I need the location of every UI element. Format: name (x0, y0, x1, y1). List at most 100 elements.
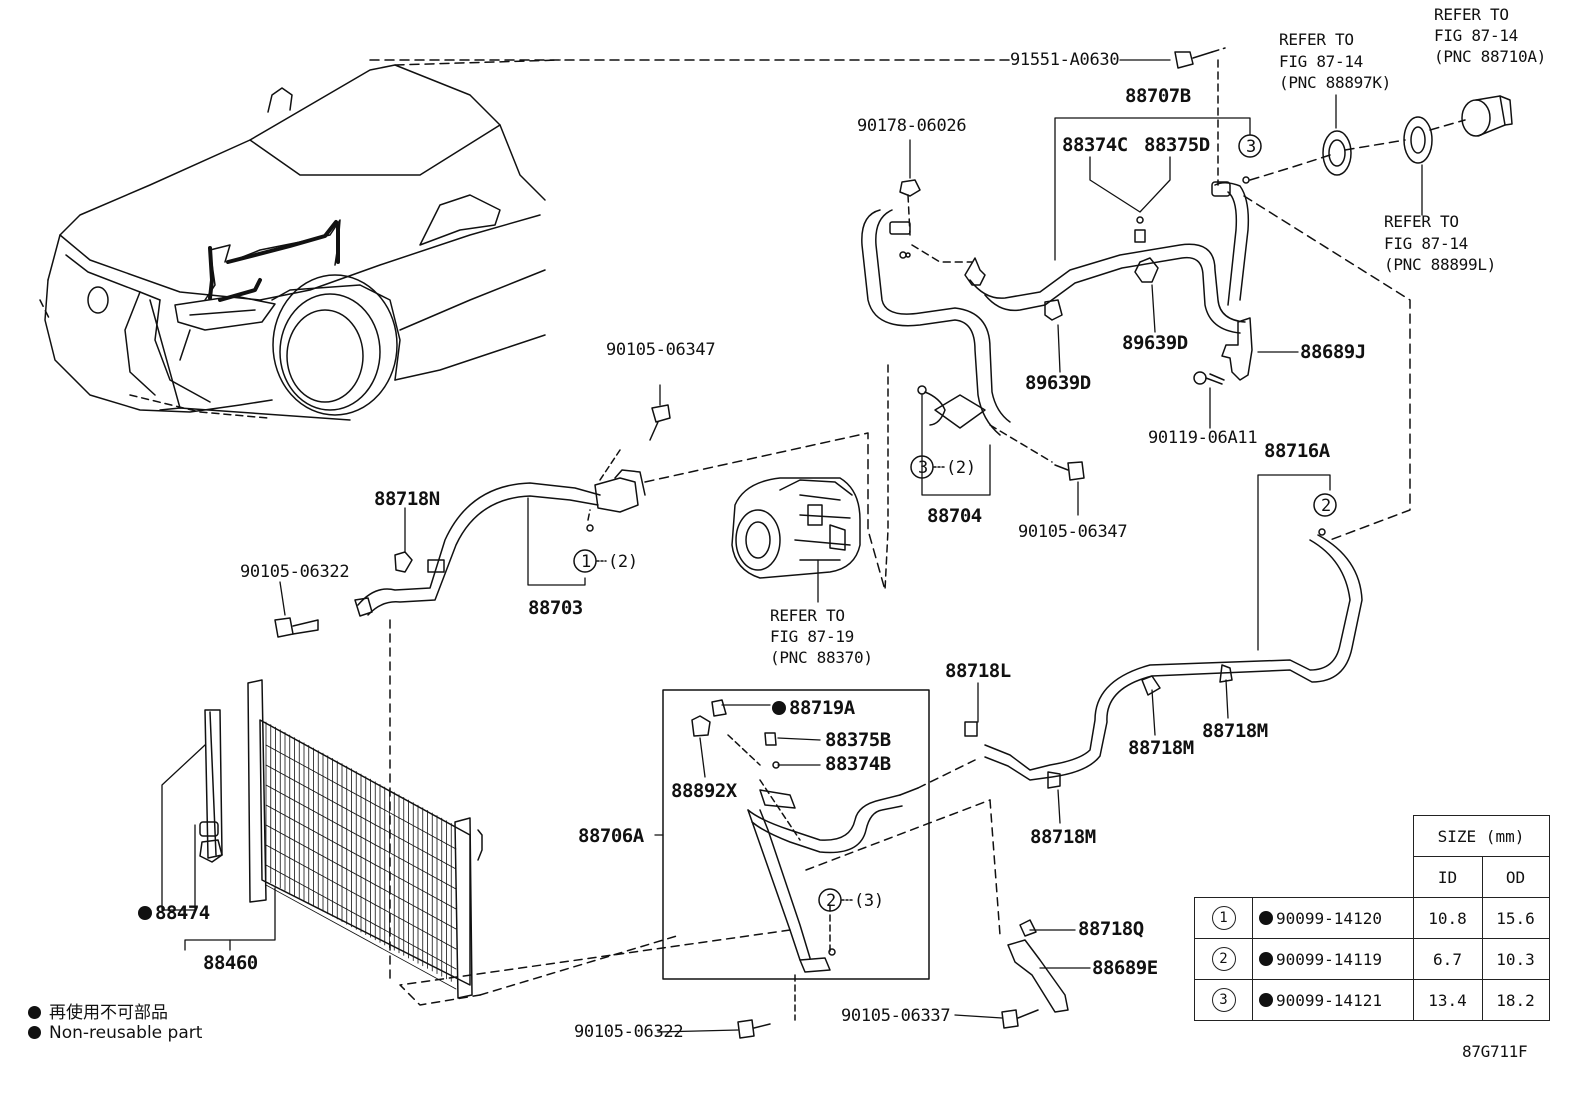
ref-88899l-line1: REFER TO (1384, 212, 1459, 231)
label-88718l: 88718L (945, 660, 1011, 682)
line-88716a-drawing (964, 534, 1363, 789)
label-88704: 88704 (927, 505, 982, 527)
circle-marker-2-pipe (818, 888, 842, 912)
circle-marker-3-hose (910, 455, 934, 479)
circle-marker-1 (573, 549, 597, 573)
size-row: 3 90099-14121 13.4 18.2 (1194, 979, 1550, 1021)
bolt-90105-06337-drawing (1001, 1009, 1039, 1029)
qty-label-1: (2) (608, 552, 638, 572)
label-90119-06a11: 90119-06A11 (1148, 428, 1258, 448)
label-88689j: 88689J (1300, 341, 1366, 363)
label-90105-06322-lower: 90105-06322 (574, 1022, 684, 1042)
label-88718m-1: 88718M (1128, 737, 1194, 759)
legend-en-text: Non-reusable part (49, 1023, 203, 1043)
label-88707b: 88707B (1125, 85, 1191, 107)
circle-label-2-pipe: 2 (826, 891, 836, 911)
receiver-parts-drawing (1322, 95, 1513, 176)
vehicle-illustration (44, 64, 546, 421)
label-88716a: 88716A (1264, 440, 1330, 462)
figure-code: 87G711F (1462, 1042, 1528, 1061)
label-88375b: 88375B (825, 729, 891, 751)
condenser-fins (265, 721, 457, 990)
non-reusable-dot (1259, 951, 1273, 966)
size-row: 1 90099-14120 10.8 15.6 (1194, 897, 1550, 939)
label-89639d-left: 89639D (1025, 372, 1091, 394)
size-header: SIZE (mm) (1412, 815, 1550, 857)
size-row-number: 1 (1211, 906, 1236, 930)
label-88892x: 88892X (671, 780, 737, 802)
condenser-drawing (247, 679, 483, 999)
label-88374c: 88374C (1062, 134, 1128, 156)
label-90105-06337: 90105-06337 (841, 1006, 951, 1026)
hose-88707b-drawing (964, 181, 1250, 334)
legend-jp: 再使用不可部品 (28, 998, 168, 1023)
ref-88370-line3: (PNC 88370) (770, 648, 873, 667)
ref-88710a-line2: FIG 87-14 (1434, 26, 1518, 45)
circle-label-3-hose: 3 (918, 458, 928, 478)
size-row-id: 6.7 (1412, 938, 1483, 980)
label-88706a: 88706A (578, 825, 644, 847)
label-90105-06347-lower: 90105-06347 (1018, 522, 1128, 542)
pipe-88706a-drawing (747, 787, 919, 973)
leader-lines (161, 59, 1423, 1033)
label-90105-06322-upper: 90105-06322 (240, 562, 350, 582)
bolt-90105-06347-drawing (649, 404, 671, 441)
ref-88710a-line3: (PNC 88710A) (1434, 47, 1546, 66)
label-91551-a0630: 91551-A0630 (1010, 50, 1120, 70)
circle-marker-3-top (1238, 134, 1262, 158)
non-reusable-dot (772, 701, 786, 715)
ref-88370-line2: FIG 87-19 (770, 627, 854, 646)
label-88719a-text: 88719A (789, 697, 855, 719)
circle-label-1: 1 (581, 552, 591, 572)
label-90178-06026: 90178-06026 (857, 116, 967, 136)
bolt-91551-drawing (1174, 51, 1213, 69)
size-row-part: 90099-14120 (1276, 908, 1382, 928)
ref-88899l-line2: FIG 87-14 (1384, 234, 1468, 253)
label-88703: 88703 (528, 597, 583, 619)
size-col-od: OD (1481, 856, 1550, 898)
non-reusable-dot (1259, 910, 1273, 925)
bolt-90119-drawing (1193, 371, 1225, 385)
non-reusable-dot (138, 906, 152, 920)
bolt-90105-06322-drawing (274, 617, 319, 638)
label-88718n: 88718N (374, 488, 440, 510)
size-row-od: 15.6 (1481, 897, 1550, 939)
bolt-90105-06347b-drawing (1054, 461, 1085, 481)
label-88474-text: 88474 (155, 902, 210, 924)
circle-marker-2-line (1313, 493, 1337, 517)
label-88375d: 88375D (1144, 134, 1210, 156)
label-88718q: 88718Q (1078, 918, 1144, 940)
hose-88704-drawing (861, 209, 1011, 436)
size-row-part: 90099-14119 (1276, 949, 1382, 969)
size-row-part: 90099-14121 (1276, 990, 1382, 1010)
label-88718m-3: 88718M (1030, 826, 1096, 848)
qty-label-2-pipe: (3) (854, 891, 884, 911)
size-row: 2 90099-14119 6.7 10.3 (1194, 938, 1550, 980)
circle-label-3-top: 3 (1246, 137, 1256, 157)
size-row-number: 3 (1211, 988, 1236, 1012)
circle-markers (573, 134, 1337, 956)
label-88374b: 88374B (825, 753, 891, 775)
bracket-88689j-drawing (1221, 317, 1253, 381)
ref-88897k-line1: REFER TO (1279, 30, 1354, 49)
legend-dot (28, 1006, 41, 1019)
desiccant-88474-drawing (199, 709, 223, 863)
label-88718m-2: 88718M (1202, 720, 1268, 742)
legend-dot (28, 1026, 41, 1039)
ref-88899l-line3: (PNC 88899L) (1384, 255, 1496, 274)
circle-label-2-line: 2 (1321, 496, 1331, 516)
ref-88710a-line1: REFER TO (1434, 5, 1509, 24)
ref-88897k-line2: FIG 87-14 (1279, 52, 1363, 71)
o-ring-size-table: SIZE (mm) ID OD 1 90099-14120 10.8 15.6 … (1194, 815, 1550, 1021)
ref-88897k-line3: (PNC 88897K) (1279, 73, 1391, 92)
clip-90178-drawing (899, 179, 921, 197)
label-88689e: 88689E (1092, 957, 1158, 979)
hose-88703-drawing (354, 469, 646, 617)
bracket-88689e-drawing (1007, 919, 1069, 1013)
label-88460: 88460 (203, 952, 258, 974)
label-88474: 88474 (138, 902, 210, 924)
size-row-od: 10.3 (1481, 938, 1550, 980)
label-89639d-right: 89639D (1122, 332, 1188, 354)
